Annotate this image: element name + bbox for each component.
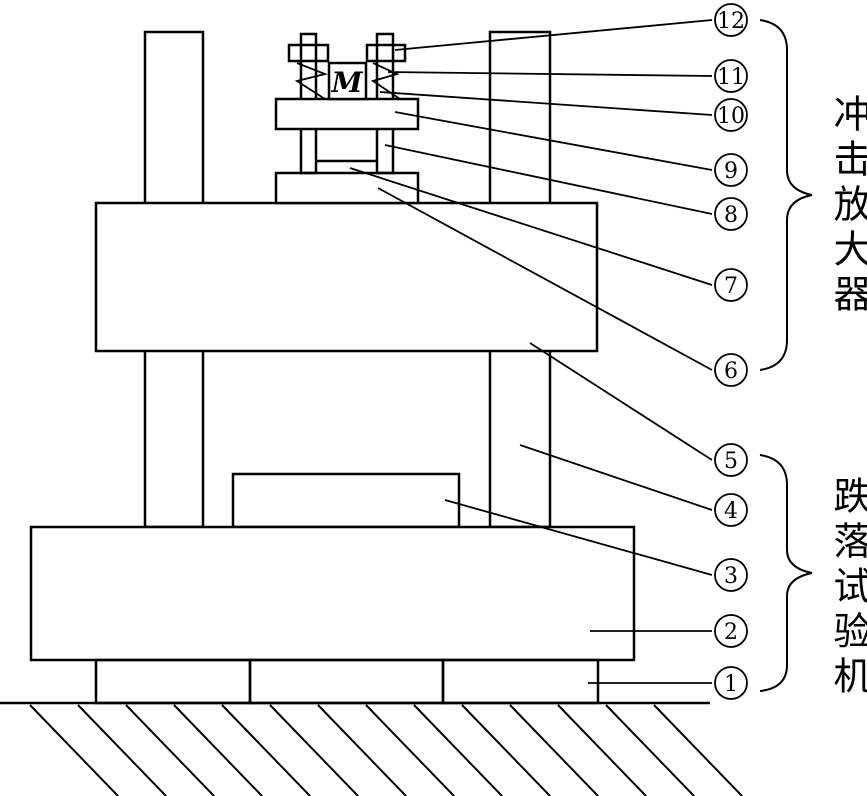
hatch-line xyxy=(173,704,263,796)
callout-circle xyxy=(714,197,748,231)
spring-left xyxy=(294,62,328,100)
hatch-line xyxy=(269,704,359,796)
leader-line-drop-table xyxy=(529,342,713,461)
hatch-line xyxy=(653,704,743,796)
leader-line-amplifier-base-block xyxy=(377,187,713,371)
hatch-line xyxy=(221,704,311,796)
nut-right xyxy=(365,43,407,63)
leader-line-spring-lower xyxy=(379,91,713,116)
callout-guide-rod: 8 xyxy=(724,203,738,228)
callout-circle xyxy=(714,268,748,302)
hatch-line xyxy=(365,704,455,796)
mass-block xyxy=(327,61,368,101)
spring-right xyxy=(370,62,401,100)
amplifier-base-block xyxy=(274,171,420,205)
leader-line-spring-upper xyxy=(387,71,713,77)
hatch-line xyxy=(557,704,647,796)
callout-upper-plate: 9 xyxy=(724,159,738,184)
callout-spring-upper: 11 xyxy=(717,65,745,90)
hatch-line xyxy=(461,704,551,796)
hatch-line xyxy=(29,704,119,796)
callout-circle xyxy=(714,666,748,700)
callout-circle xyxy=(714,153,748,187)
leader-line-crossbar xyxy=(349,167,713,286)
upper-plate xyxy=(274,97,420,131)
callout-foundation-feet: 1 xyxy=(724,672,738,697)
group-label-drop-tester: 跌落试验机 xyxy=(827,476,867,701)
callout-crossbar: 7 xyxy=(724,274,738,299)
callout-amplifier-base-block: 6 xyxy=(724,359,738,384)
hatch-line xyxy=(605,704,695,796)
brace-shock-amplifier xyxy=(759,19,813,371)
leader-line-guide-rod xyxy=(384,144,713,215)
callout-circle xyxy=(714,558,748,592)
nut-left xyxy=(287,43,330,63)
hatch-line xyxy=(317,704,407,796)
lower-block xyxy=(231,472,461,529)
callout-circle xyxy=(714,353,748,387)
callout-circle xyxy=(714,3,748,37)
hatch-line xyxy=(77,704,167,796)
callout-circle xyxy=(714,614,748,648)
leader-line-lower-block xyxy=(444,499,713,576)
mass-label: M xyxy=(331,66,364,99)
callout-base: 2 xyxy=(724,620,738,645)
callout-spring-lower: 10 xyxy=(717,104,745,129)
callout-circle xyxy=(714,493,748,527)
foot xyxy=(441,658,600,705)
callout-nut: 12 xyxy=(717,9,745,34)
foot xyxy=(94,658,252,705)
leader-line-upper-plate xyxy=(394,111,713,171)
leader-line-guide-column xyxy=(519,444,713,511)
callout-lower-block: 3 xyxy=(724,564,738,589)
callout-guide-column: 4 xyxy=(724,499,738,524)
callout-circle xyxy=(714,59,748,93)
brace-drop-tester xyxy=(759,454,813,692)
base xyxy=(29,525,636,662)
callout-circle xyxy=(714,98,748,132)
callout-drop-table: 5 xyxy=(724,449,738,474)
callout-circle xyxy=(714,443,748,477)
hatch-line xyxy=(413,704,503,796)
foot xyxy=(248,658,445,705)
drop-table xyxy=(94,201,599,353)
ground-hatching xyxy=(29,704,743,796)
leader-line-nut xyxy=(394,19,713,51)
hatch-line xyxy=(125,704,215,796)
group-label-shock-amplifier: 冲击放大器 xyxy=(827,94,867,319)
hatch-line xyxy=(509,704,599,796)
